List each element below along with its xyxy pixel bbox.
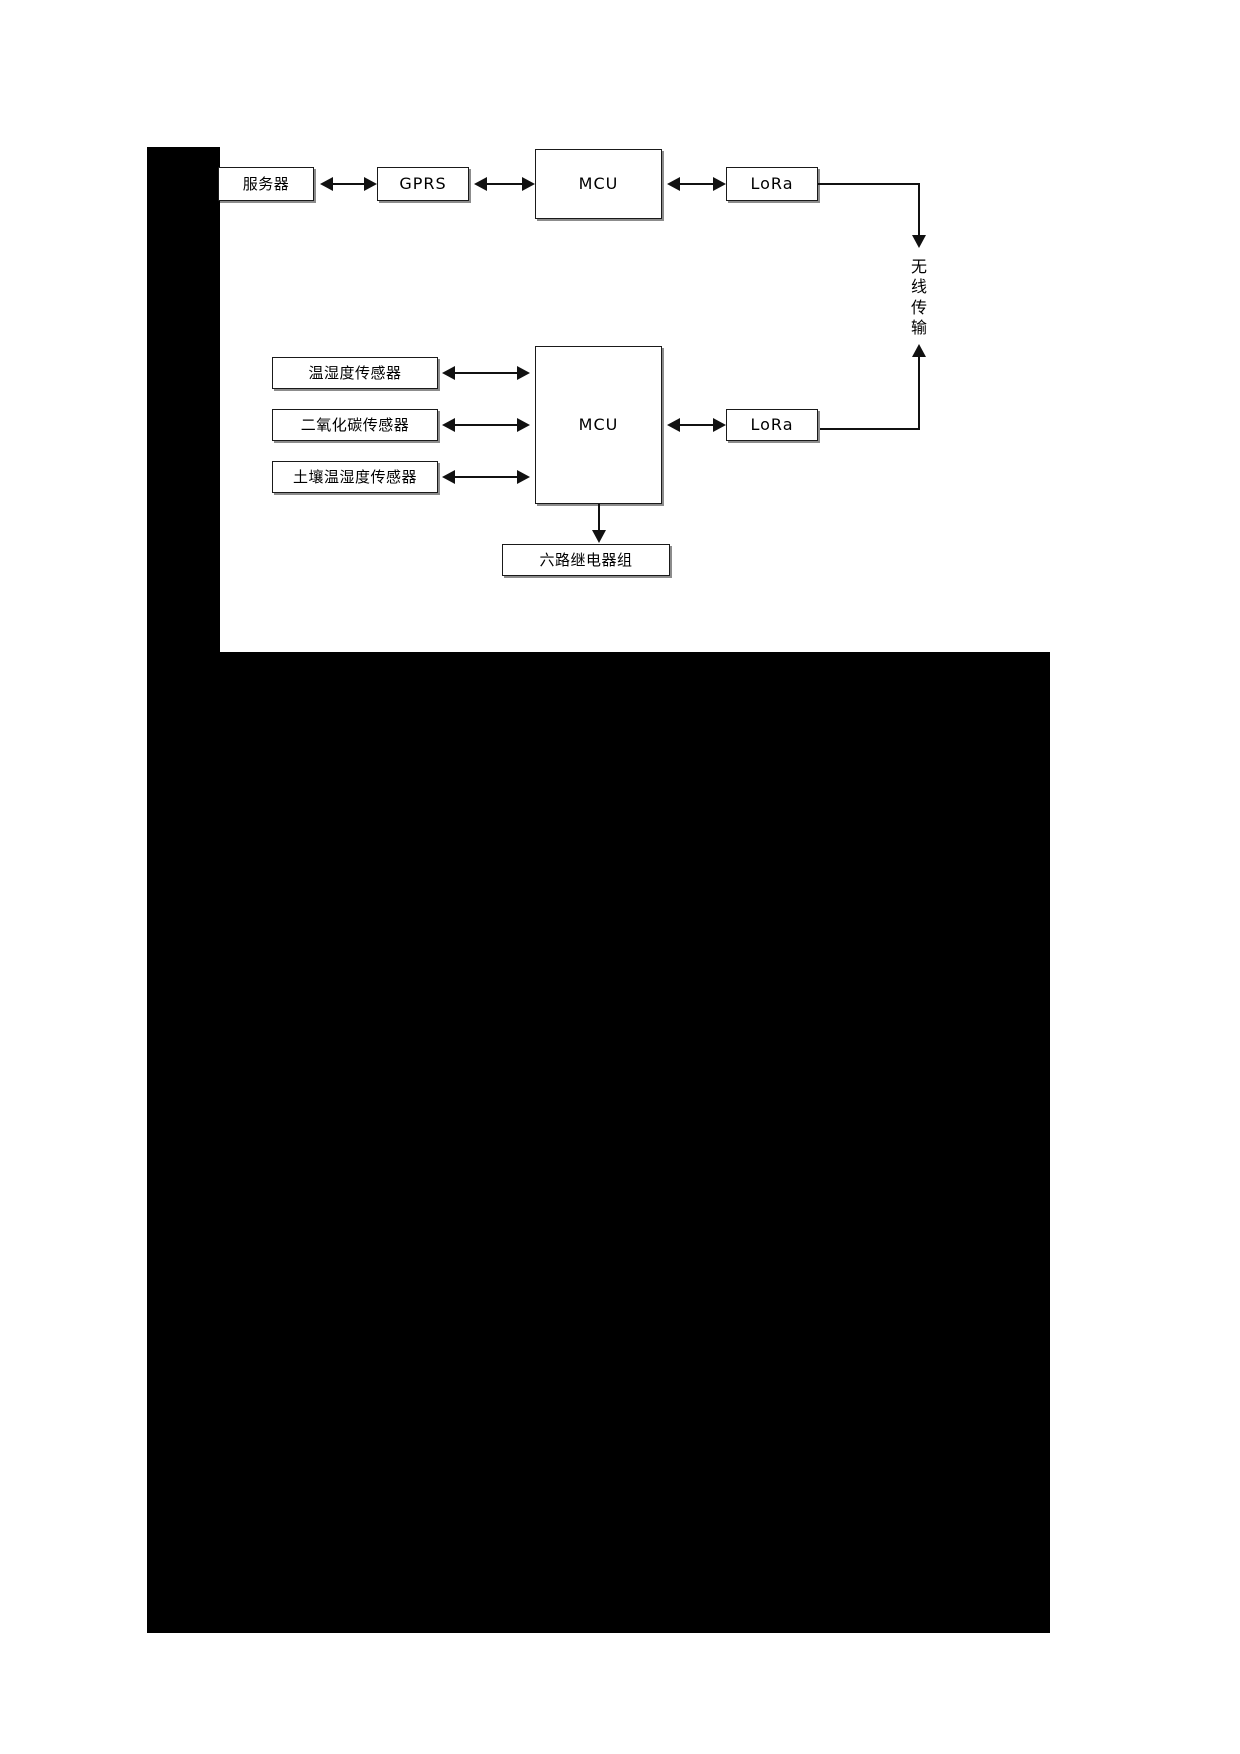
arrow-temp-sensor-left: [442, 366, 455, 380]
arrow-mcu-lora-top-left: [667, 177, 680, 191]
node-mcu-top: MCU: [535, 149, 662, 219]
node-gprs-label: GPRS: [399, 174, 447, 194]
arrow-server-gprs-left: [320, 177, 333, 191]
link-server-gprs: [330, 183, 368, 185]
link-mcu-relay: [598, 504, 600, 533]
arrow-co2-sensor-right: [517, 418, 530, 432]
node-lora-bottom: LoRa: [726, 409, 818, 441]
node-relay-group-label: 六路继电器组: [539, 550, 633, 569]
link-temp-sensor-mcu: [452, 372, 522, 374]
wireless-char-1: 无: [910, 257, 927, 276]
wireless-char-2: 线: [910, 277, 927, 297]
arrow-server-gprs-right: [364, 177, 377, 191]
node-temp-humidity-sensor-label: 温湿度传感器: [308, 363, 402, 382]
link-co2-sensor-mcu: [452, 424, 522, 426]
arrow-wireless-down: [912, 235, 926, 248]
arrow-wireless-up: [912, 344, 926, 357]
node-lora-top-label: LoRa: [750, 174, 794, 194]
node-mcu-bottom-label: MCU: [578, 415, 619, 435]
figure-panel: 服务器 GPRS MCU LoRa 无 线 传: [218, 147, 1050, 652]
link-lora-top-to-wireless: [818, 183, 919, 185]
node-server: 服务器: [218, 167, 314, 201]
node-temp-humidity-sensor: 温湿度传感器: [272, 357, 438, 389]
node-lora-top: LoRa: [726, 167, 818, 201]
arrow-mcu-relay-down: [592, 530, 606, 543]
arrow-mcu-lora-bottom-left: [667, 418, 680, 432]
link-mcu-lora-top: [677, 183, 717, 185]
node-gprs: GPRS: [377, 167, 469, 201]
node-co2-sensor-label: 二氧化碳传感器: [300, 415, 410, 434]
wireless-up-line: [918, 355, 920, 430]
wireless-transmission-label: 无 线 传 输: [908, 257, 930, 339]
link-wireless-to-lora-bottom: [818, 428, 919, 430]
arrow-temp-sensor-right: [517, 366, 530, 380]
node-mcu-bottom: MCU: [535, 346, 662, 504]
node-co2-sensor: 二氧化碳传感器: [272, 409, 438, 441]
link-soil-sensor-mcu: [452, 476, 522, 478]
node-soil-sensor: 土壤温湿度传感器: [272, 461, 438, 493]
arrow-gprs-mcu-right: [522, 177, 535, 191]
link-mcu-lora-bottom: [677, 424, 717, 426]
node-server-label: 服务器: [242, 174, 290, 193]
wireless-char-3: 传: [910, 297, 927, 317]
arrow-mcu-lora-top-right: [713, 177, 726, 191]
arrow-gprs-mcu-left: [474, 177, 487, 191]
node-mcu-top-label: MCU: [578, 174, 619, 194]
arrow-co2-sensor-left: [442, 418, 455, 432]
node-lora-bottom-label: LoRa: [750, 415, 794, 435]
link-gprs-mcu: [484, 183, 526, 185]
wireless-char-4: 输: [910, 318, 927, 338]
arrow-soil-sensor-right: [517, 470, 530, 484]
arrow-soil-sensor-left: [442, 470, 455, 484]
wireless-down-line: [918, 183, 920, 238]
arrow-mcu-lora-bottom-right: [713, 418, 726, 432]
node-relay-group: 六路继电器组: [502, 544, 670, 576]
node-soil-sensor-label: 土壤温湿度传感器: [292, 467, 417, 486]
